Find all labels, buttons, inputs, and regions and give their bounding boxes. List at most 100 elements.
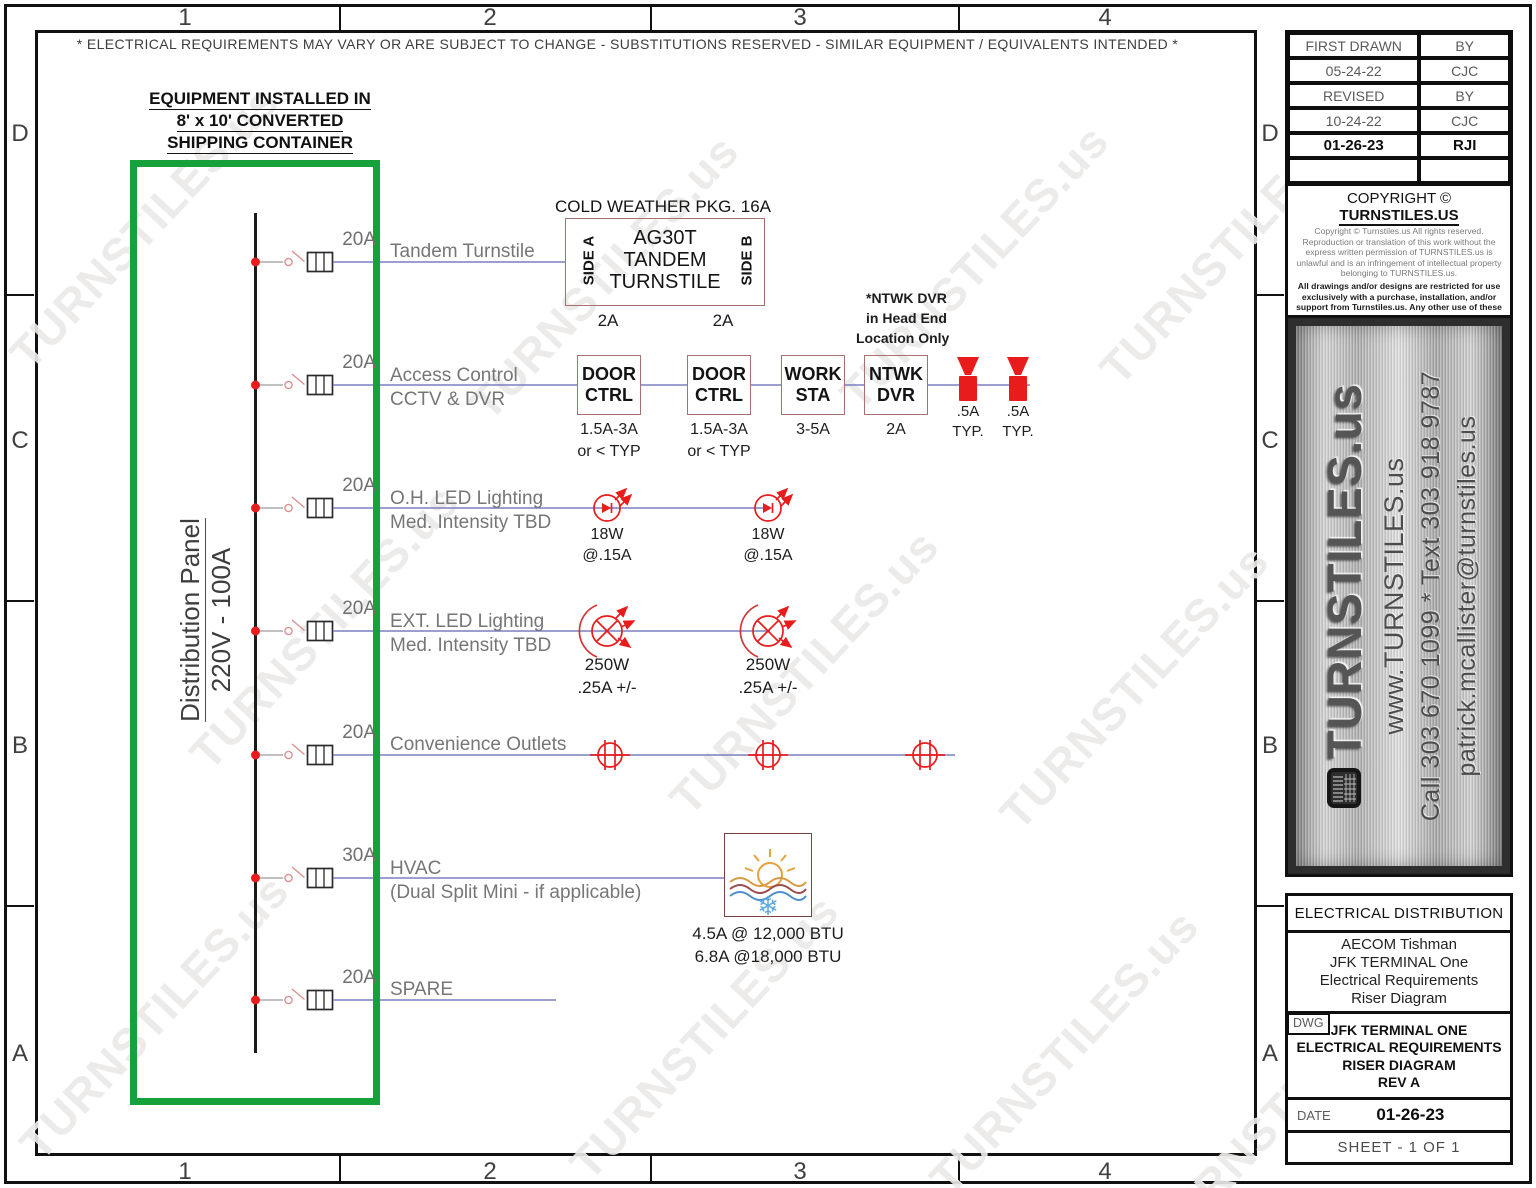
box-amp: or < TYP xyxy=(577,443,641,460)
side-a-amp: 2A xyxy=(597,311,619,330)
breaker-amp: 20A xyxy=(342,967,376,988)
sheet-outer-border xyxy=(4,4,1532,1184)
brand-wordmark: TURNSTILES.us xyxy=(1317,383,1371,759)
rev-cell: REVISED xyxy=(1288,83,1420,108)
container-note: EQUIPMENT INSTALLED IN 8' x 10' CONVERTE… xyxy=(115,88,405,154)
circuit-label: SPARE xyxy=(390,979,454,1000)
box-line: CTRL xyxy=(585,385,633,405)
box-amp: 3-5A xyxy=(796,421,830,438)
breaker-amp: 20A xyxy=(342,352,376,373)
grid-col-1-bottom: 1 xyxy=(178,1158,192,1185)
disclaimer-note: * ELECTRICAL REQUIREMENTS MAY VARY OR AR… xyxy=(76,36,1179,52)
copyright-brand: TURNSTILES.US xyxy=(1339,207,1459,226)
drawing-title-line: RISER DIAGRAM xyxy=(1342,1056,1456,1073)
cold-weather-title: COLD WEATHER PKG. 16A xyxy=(554,197,771,216)
side-b-label: SIDE B xyxy=(738,235,756,286)
outlet-icon xyxy=(747,739,789,771)
copyright-text: Copyright © Turnstiles.us All rights res… xyxy=(1296,226,1502,279)
project-line: Riser Diagram xyxy=(1351,990,1447,1007)
brand-website: www.TURNSTILES.us xyxy=(1378,457,1409,735)
led-amps: @.15A xyxy=(743,547,793,564)
outlet-icon xyxy=(904,739,946,771)
tandem-turnstile-box xyxy=(565,218,765,306)
rev-cell-latest: 01-26-23 xyxy=(1288,133,1420,158)
camera-icon xyxy=(1007,357,1029,401)
container-note-line2: 8' x 10' CONVERTED xyxy=(176,111,344,132)
project-line: JFK TERMINAL One xyxy=(1329,954,1469,971)
sheet-number: SHEET - 1 OF 1 xyxy=(1337,1139,1461,1156)
box-line: CTRL xyxy=(695,385,743,405)
floodlight-amps: .25A +/- xyxy=(577,678,637,697)
rev-cell: CJC xyxy=(1419,108,1510,133)
workstation-box: WORK STA xyxy=(781,355,845,415)
container-note-line3: SHIPPING CONTAINER xyxy=(167,133,353,154)
turnstile-model: AG30T xyxy=(633,227,697,249)
rev-cell: BY xyxy=(1419,83,1510,108)
grid-row-a-left: A xyxy=(11,1040,28,1067)
circuit-label: Access Control xyxy=(390,365,518,386)
dvr-note: *NTWK DVR xyxy=(866,290,947,306)
title-block: ELECTRICAL DISTRIBUTION AECOM Tishman JF… xyxy=(1285,893,1513,1165)
grid-tick xyxy=(1256,905,1284,907)
circuit-label: HVAC xyxy=(390,858,442,879)
box-amp: 2A xyxy=(886,421,906,438)
project-description: AECOM Tishman JFK TERMINAL One Electrica… xyxy=(1288,933,1510,1014)
box-line: STA xyxy=(795,385,831,405)
grid-col-2-bottom: 2 xyxy=(483,1158,497,1185)
revision-table: FIRST DRAWN BY 05-24-22 CJC REVISED BY 1… xyxy=(1288,33,1510,183)
box-line: WORK xyxy=(784,364,842,384)
rev-cell: 05-24-22 xyxy=(1288,58,1420,83)
copyright-title: COPYRIGHT © TURNSTILES.US xyxy=(1293,190,1505,226)
circuit-sublabel: (Dual Split Mini - if applicable) xyxy=(390,882,642,903)
grid-row-b-right: B xyxy=(1261,732,1278,759)
grid-row-d-left: D xyxy=(11,120,29,147)
date-row: DATE 01-26-23 xyxy=(1288,1100,1510,1133)
grid-row-a-right: A xyxy=(1261,1040,1278,1067)
network-dvr-box: NTWK DVR xyxy=(864,355,928,415)
grid-col-4-top: 4 xyxy=(1098,4,1112,31)
camera-amp: TYP. xyxy=(1002,423,1034,440)
grid-tick xyxy=(958,5,960,31)
grid-tick xyxy=(650,1156,652,1182)
brand-panel-content: TURNSTILES.us www.TURNSTILES.us Call 303… xyxy=(1299,336,1499,856)
led-wattage: 18W xyxy=(590,526,624,543)
dwg-tag: DWG xyxy=(1287,1013,1330,1035)
door-ctrl-box-1: DOOR CTRL xyxy=(577,355,641,415)
led-icon xyxy=(594,489,631,521)
grid-col-3-bottom: 3 xyxy=(793,1158,807,1185)
breaker-amp: 20A xyxy=(342,598,376,619)
grid-col-3-top: 3 xyxy=(793,4,807,31)
side-b-amp: 2A xyxy=(712,311,734,330)
box-amp: 1.5A-3A xyxy=(690,421,748,438)
brand-line: TURNSTILES.us xyxy=(1317,383,1372,809)
project-line: AECOM Tishman xyxy=(1341,936,1457,953)
project-line: Electrical Requirements xyxy=(1319,972,1479,989)
door-ctrl-box-2: DOOR CTRL xyxy=(687,355,751,415)
drawing-title-line: REV A xyxy=(1377,1074,1421,1090)
floodlight-wattage: 250W xyxy=(584,655,630,674)
camera-amp: TYP. xyxy=(952,423,984,440)
box-amp: 1.5A-3A xyxy=(580,421,638,438)
copyright-prefix: COPYRIGHT © xyxy=(1346,190,1452,207)
hvac-icon: ❄ xyxy=(729,849,807,915)
circuit-sublabel: Med. Intensity TBD xyxy=(390,512,552,533)
rev-cell-empty xyxy=(1288,158,1420,183)
hvac-unit-box: ❄ xyxy=(724,833,812,917)
distribution-panel-label: Distribution Panel 220V - 100A xyxy=(175,410,239,830)
breaker-amp: 20A xyxy=(342,722,376,743)
grid-tick xyxy=(6,294,34,296)
grid-tick xyxy=(339,5,341,31)
drawing-title: DWG JFK TERMINAL ONE ELECTRICAL REQUIREM… xyxy=(1287,1013,1510,1100)
date-value: 01-26-23 xyxy=(1376,1105,1445,1124)
led-icon xyxy=(755,489,792,521)
camera-amp: .5A xyxy=(1006,403,1030,420)
box-line: DOOR xyxy=(692,364,746,384)
box-line: DVR xyxy=(876,385,915,405)
hvac-rating: 4.5A @ 12,000 BTU xyxy=(692,924,844,943)
panel-name: Distribution Panel xyxy=(175,518,206,722)
revision-block: FIRST DRAWN BY 05-24-22 CJC REVISED BY 1… xyxy=(1285,30,1513,358)
hvac-rating: 6.8A @18,000 BTU xyxy=(694,947,842,966)
grid-col-4-bottom: 4 xyxy=(1098,1158,1112,1185)
rev-cell: FIRST DRAWN xyxy=(1288,33,1420,58)
dvr-note: Location Only xyxy=(856,330,950,346)
